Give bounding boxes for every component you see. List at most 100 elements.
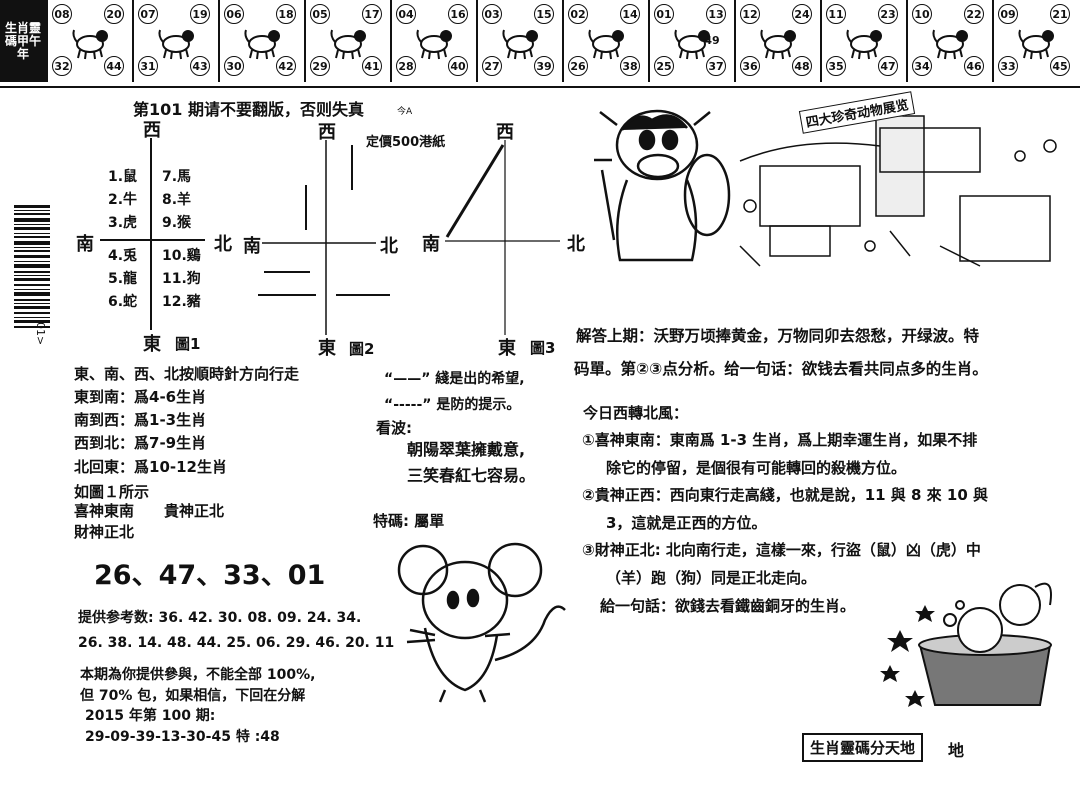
zodiac-number: 25 <box>654 56 674 76</box>
zodiac-number: 02 <box>568 4 588 24</box>
ref-numbers-line-1: 提供参考数: 36. 42. 30. 08. 09. 24. 34. <box>78 610 362 626</box>
rat-icon <box>72 29 108 60</box>
left-line-7: 喜神東南 貴神正北 <box>74 502 225 520</box>
exhibition-illustration: 四大珍奇动物展览 <box>739 91 1075 271</box>
zodiac-number: 03 <box>482 4 502 24</box>
zodiac-number: 31 <box>138 56 158 76</box>
zodiac-number: 42 <box>276 56 296 76</box>
zodiac-number: 32 <box>52 56 72 76</box>
d1-left-item: 3.虎 <box>108 215 138 231</box>
d1-right-item: 12.豬 <box>162 294 201 310</box>
notice-small: 今A <box>397 107 413 117</box>
poem-line-2: 三笑春紅七容易。 <box>407 466 536 485</box>
price-text: 定價500港紙 <box>366 135 446 150</box>
left-line-3: 南到西：爲1-3生肖 <box>74 411 207 429</box>
poem-line-1: 朝陽翠葉擁戴意, <box>407 440 526 459</box>
left-line-4: 西到北：爲7-9生肖 <box>74 434 207 452</box>
zodiac-number: 19 <box>190 4 210 24</box>
zodiac-cell-rooster: 11 23 35 47 <box>820 0 904 82</box>
horse-icon <box>588 29 624 60</box>
d1-right-item: 10.鷄 <box>162 248 201 264</box>
zodiac-number: 12 <box>740 4 760 24</box>
d1-left-item: 1.鼠 <box>108 169 138 185</box>
monkey-icon <box>760 29 796 60</box>
zodiac-number: 22 <box>964 4 984 24</box>
d2-west: 西 <box>318 122 336 143</box>
notice-text: 第101 期请不要翻版，否则失真 <box>133 100 364 119</box>
para3-line-a: ③財神正北: 北向南行走，這樣一來，行盜（鼠）凶（虎）中 <box>582 541 981 559</box>
zodiac-number: 29 <box>310 56 330 76</box>
zodiac-number: 20 <box>104 4 124 24</box>
para2-line-b: 3，這就是正西的方位。 <box>606 514 767 532</box>
zodiac-number: 45 <box>1050 56 1070 76</box>
d2-north: 北 <box>380 236 398 257</box>
zodiac-number: 10 <box>912 4 932 24</box>
d2-south: 南 <box>243 236 261 257</box>
zodiac-number: 04 <box>396 4 416 24</box>
snake-icon <box>502 29 538 60</box>
d1-right-item: 7.馬 <box>162 169 192 185</box>
legend-dashed: “-----” 是防的提示。 <box>384 397 521 413</box>
d1-west: 西 <box>143 120 161 141</box>
d2-caption: 圖2 <box>349 340 375 358</box>
d1-right-item: 9.猴 <box>162 215 192 231</box>
bathtub-cartoon <box>880 575 1070 730</box>
zodiac-number: 46 <box>964 56 984 76</box>
ox-icon <box>158 29 194 60</box>
left-line-5: 北回東：爲10-12生肖 <box>74 458 227 476</box>
zodiac-number: 21 <box>1050 4 1070 24</box>
d1-caption: 圖1 <box>175 335 201 353</box>
tiger-icon <box>244 29 280 60</box>
zodiac-number: 09 <box>998 4 1018 24</box>
zodiac-number: 41 <box>362 56 382 76</box>
zodiac-number: 23 <box>878 4 898 24</box>
d1-left-item: 2.牛 <box>108 192 138 208</box>
zodiac-number: 38 <box>620 56 640 76</box>
bottom-line-1: 本期為你提供參與，不能全部 100%, <box>80 667 316 683</box>
zodiac-number: 05 <box>310 4 330 24</box>
tema-text: 特碼: 屬單 <box>373 512 445 530</box>
legend-solid: “——” 綫是出的希望, <box>384 371 525 387</box>
zodiac-cell-monkey: 12 24 36 48 <box>734 0 818 82</box>
zodiac-number: 33 <box>998 56 1018 76</box>
answer-line-2: 码單。第②③点分析。给一句话：欲钱去看共同点多的生肖。 <box>574 360 988 378</box>
d1-north: 北 <box>214 234 232 255</box>
header-side-label: 生肖靈碼甲午年 <box>0 0 46 82</box>
rat-cartoon <box>395 540 570 705</box>
zodiac-number: 08 <box>52 4 72 24</box>
d1-east: 東 <box>143 334 161 355</box>
left-line-2: 東到南：爲4-6生肖 <box>74 388 207 406</box>
zodiac-number: 35 <box>826 56 846 76</box>
zodiac-number: 14 <box>620 4 640 24</box>
zodiac-number: 24 <box>792 4 812 24</box>
zodiac-number: 13 <box>706 4 726 24</box>
left-line-6: 如圖１所示 <box>74 483 150 501</box>
zodiac-number: 37 <box>706 56 726 76</box>
zodiac-number: 07 <box>138 4 158 24</box>
footer-box: 生肖靈碼分天地 <box>802 733 924 762</box>
zodiac-number: 48 <box>792 56 812 76</box>
d1-left-item: 6.蛇 <box>108 294 138 310</box>
zodiac-number: 11 <box>826 4 846 24</box>
d1-right-item: 11.狗 <box>162 271 201 287</box>
rooster-icon <box>846 29 882 60</box>
answer-line-1: 解答上期：沃野万顷捧黄金，万物同卯去怨愁，开绿波。特 <box>576 327 980 345</box>
zodiac-number: 40 <box>448 56 468 76</box>
zodiac-number: 30 <box>224 56 244 76</box>
bottom-line-4: 29-09-39-13-30-45 特 :48 <box>85 729 280 745</box>
rabbit-icon <box>330 29 366 60</box>
zodiac-number: 44 <box>104 56 124 76</box>
big-numbers: 26、47、33、01 <box>94 560 326 591</box>
dragon-icon <box>416 29 452 60</box>
zodiac-number: 47 <box>878 56 898 76</box>
para2-line-a: ②貴神正西：西向東行走高綫，也就是說，11 與 8 來 10 與 <box>582 486 988 504</box>
zodiac-number: 36 <box>740 56 760 76</box>
